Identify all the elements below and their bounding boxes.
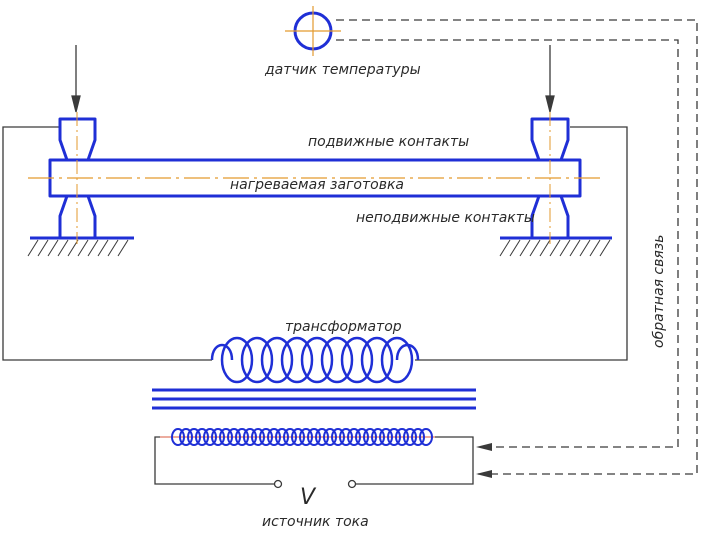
transformer-core <box>152 388 476 410</box>
force-arrows <box>71 45 555 113</box>
arrowhead-icon <box>476 470 492 478</box>
label-movable-contacts: подвижные контакты <box>308 134 469 150</box>
transformer <box>152 336 476 446</box>
terminal-right <box>347 479 357 489</box>
feedback-line-inner <box>336 39 679 448</box>
label-feedback: обратная связь <box>651 235 667 349</box>
primary-coil-icon <box>210 336 420 384</box>
label-voltage-symbol: V <box>300 485 317 510</box>
secondary-wire-loop-right <box>353 436 474 485</box>
feedback-arrowheads <box>476 443 492 478</box>
feedback-line-outer <box>336 19 698 475</box>
secondary-wire-loop <box>154 436 275 485</box>
label-temperature-sensor: датчик температуры <box>264 62 421 78</box>
left-force-arrow-icon <box>71 95 81 113</box>
label-transformer: трансформатор <box>285 319 402 335</box>
right-force-arrow-icon <box>545 95 555 113</box>
temperature-sensor <box>285 6 341 56</box>
circuit-wires <box>2 126 628 485</box>
label-fixed-contacts: неподвижные контакты <box>356 210 535 226</box>
fixed-contact-left <box>58 194 97 240</box>
feedback-lines <box>336 19 698 475</box>
label-current-source: источник тока <box>262 514 369 530</box>
terminal-left <box>273 479 283 489</box>
ground-right <box>499 236 612 257</box>
arrowhead-icon <box>476 443 492 451</box>
left-wire-loop <box>2 126 212 361</box>
fixed-contact-right <box>530 194 570 240</box>
ground-left <box>27 236 134 257</box>
secondary-coil-icon <box>160 428 435 446</box>
label-workpiece: нагреваемая заготовка <box>230 177 404 193</box>
right-wire-loop <box>415 126 628 361</box>
